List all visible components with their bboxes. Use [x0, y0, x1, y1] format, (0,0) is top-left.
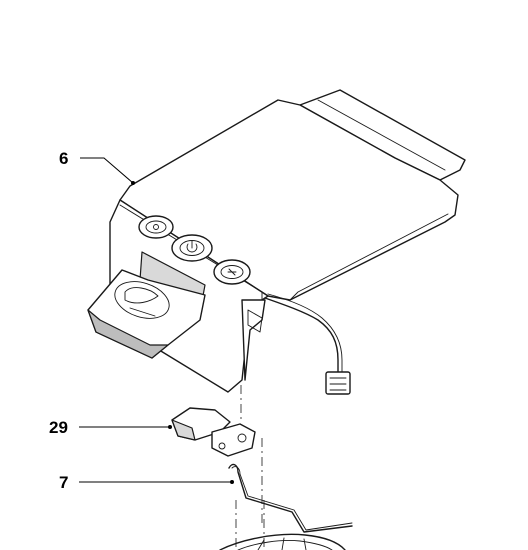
- button-center-power: [171, 234, 213, 262]
- callout-label-6: 6: [59, 149, 68, 168]
- front-handle-flap: [87, 251, 206, 359]
- callout-label-29: 29: [49, 418, 68, 437]
- assembly-axis-line: [235, 385, 265, 548]
- callout-7: 7: [59, 473, 234, 492]
- callout-29: 29: [49, 418, 172, 437]
- rotor-partial: [219, 533, 346, 550]
- cable-with-connector: [264, 293, 351, 395]
- button-left: [138, 215, 174, 239]
- part-7-wire-rod: [228, 463, 353, 533]
- part-6-console-assembly: [87, 89, 466, 395]
- button-right: [213, 259, 251, 285]
- part-29-clip: [171, 407, 256, 457]
- callout-6: 6: [59, 149, 135, 185]
- callout-label-7: 7: [59, 473, 68, 492]
